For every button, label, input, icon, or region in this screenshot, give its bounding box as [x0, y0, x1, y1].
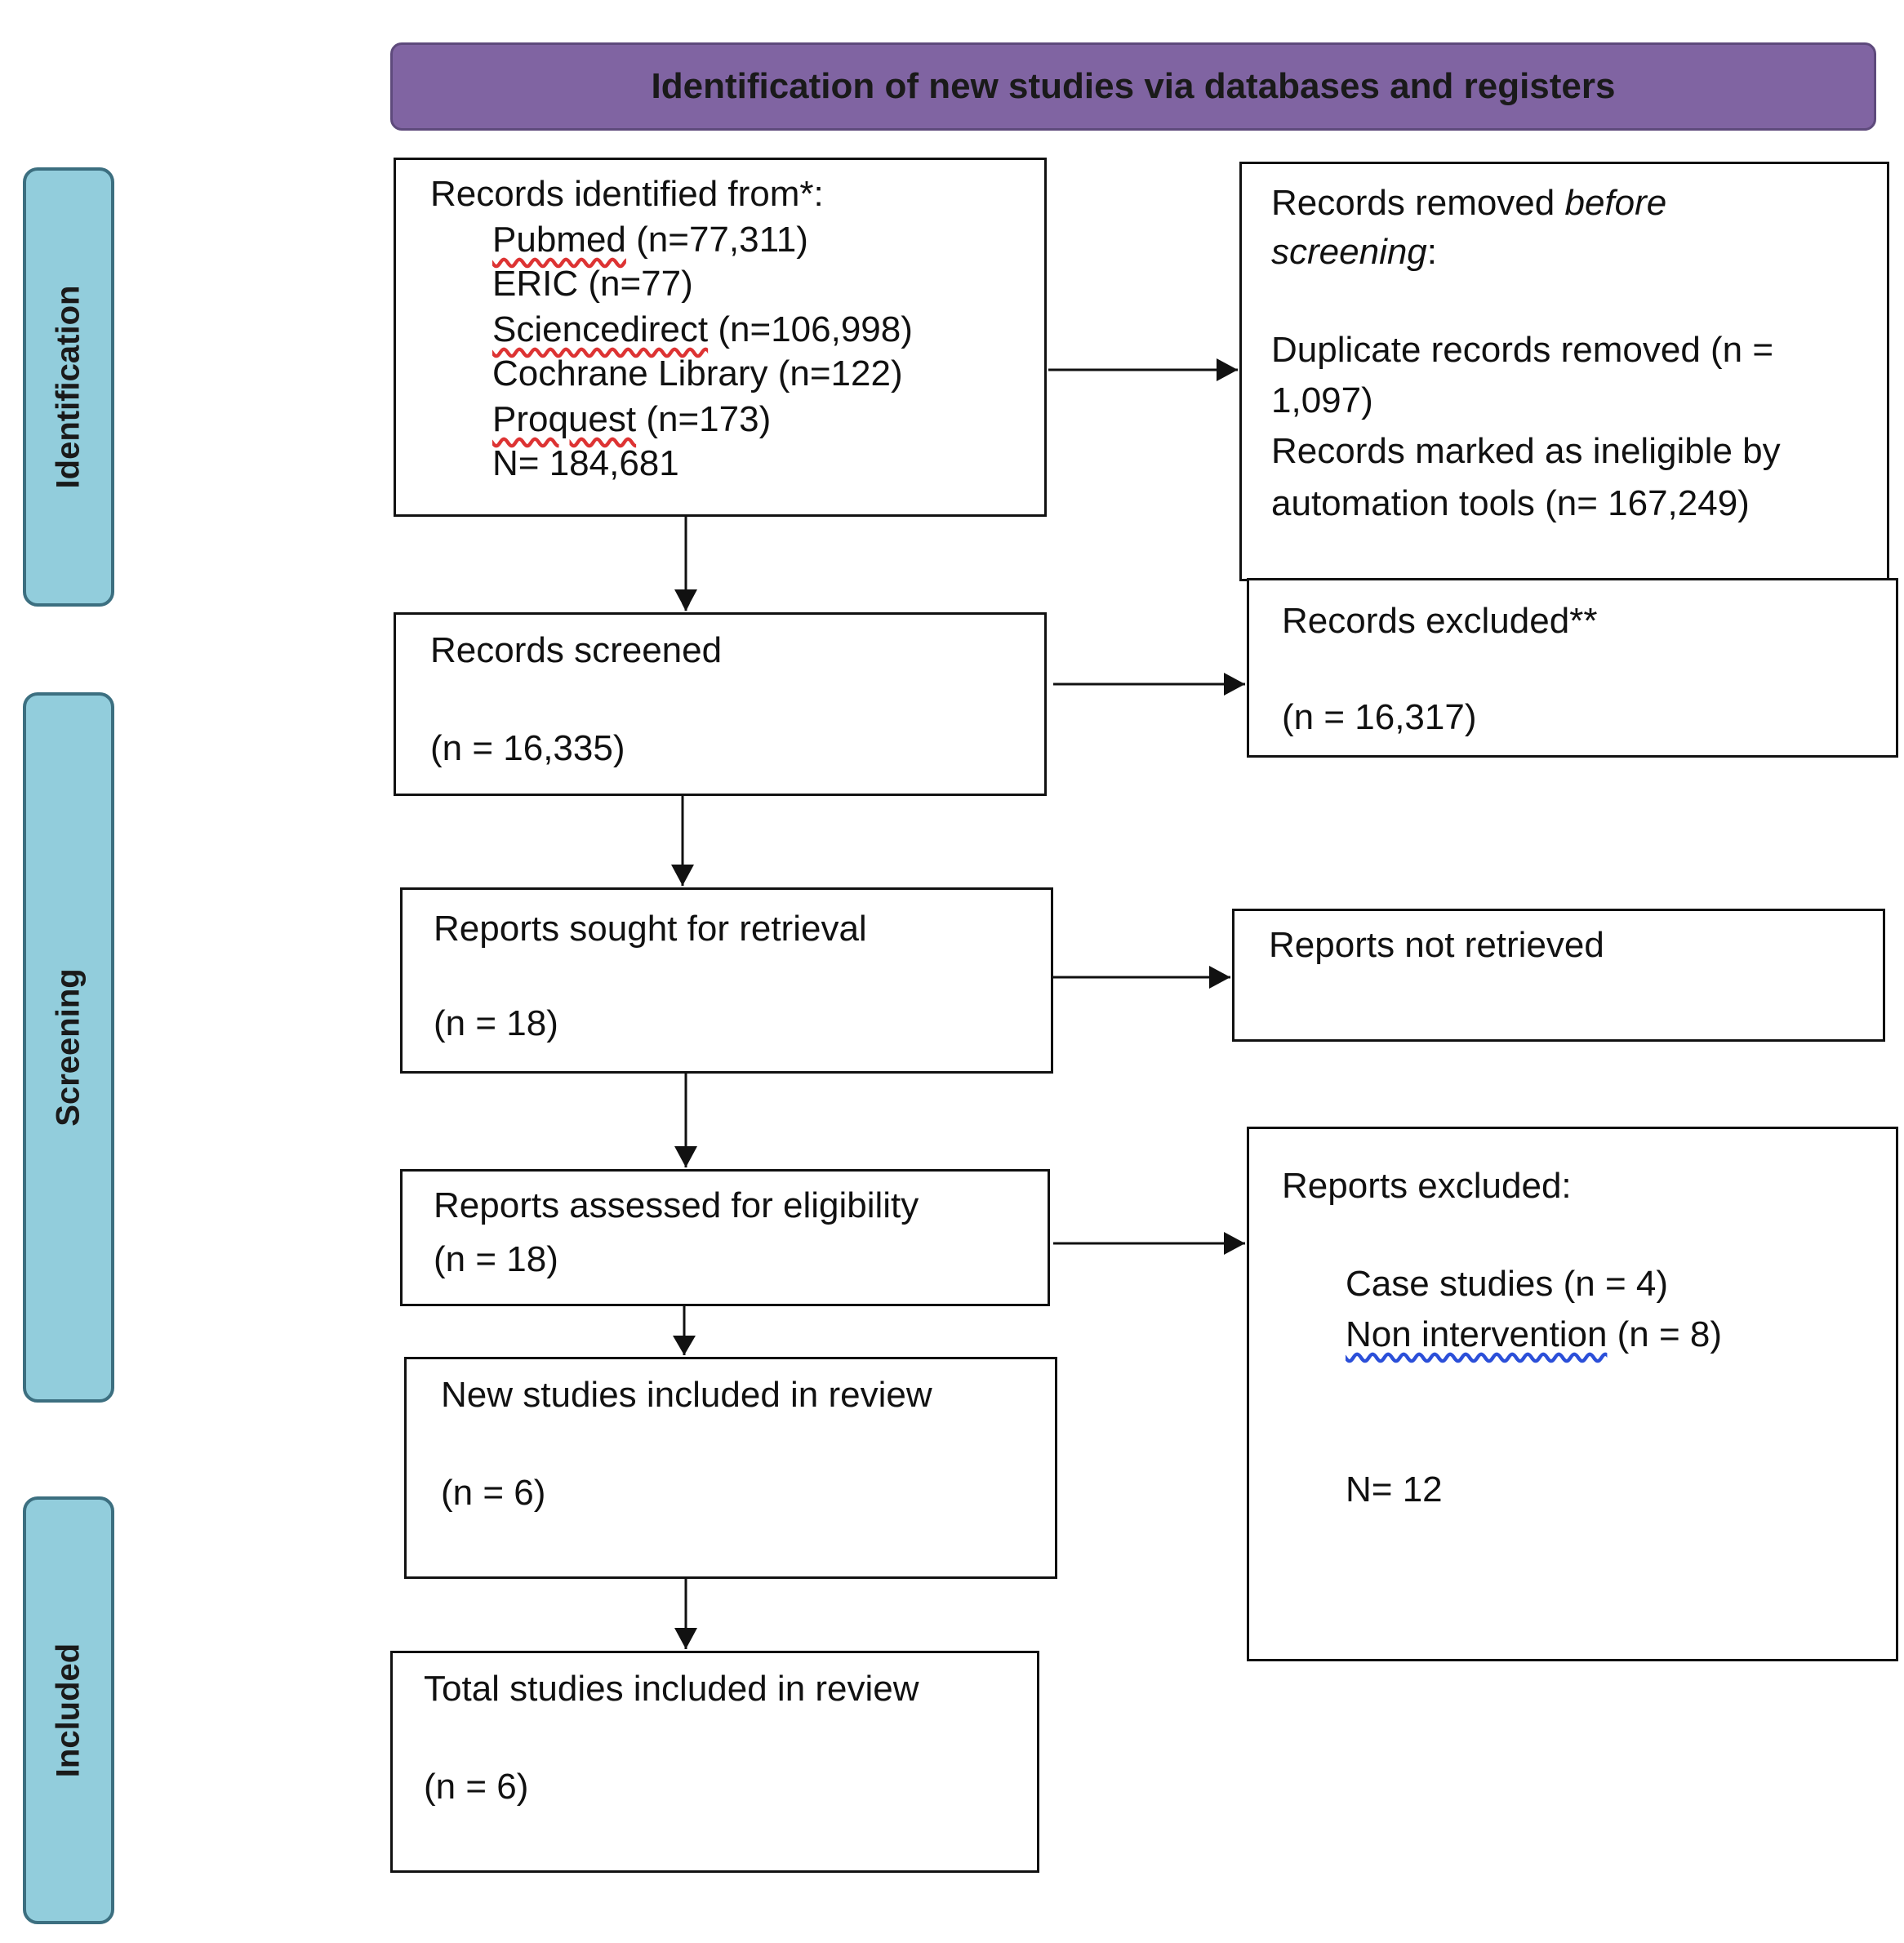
source-cochrane: Cochrane Library (n=122)	[492, 353, 903, 393]
records-screened-box: Records screened (n = 16,335)	[394, 612, 1047, 796]
reports-assessed-count: (n = 18)	[434, 1239, 558, 1279]
reports-assessed-box: Reports assessed for eligibility (n = 18…	[400, 1169, 1050, 1306]
arrowhead	[674, 1146, 697, 1167]
phase-screening: Screening	[23, 692, 114, 1403]
arrowhead	[1209, 966, 1230, 989]
arrowhead	[1217, 358, 1238, 381]
records-removed-heading: Records removed before	[1271, 183, 1667, 223]
records-screened-count: (n = 16,335)	[430, 728, 625, 768]
phase-included: Included	[23, 1496, 114, 1924]
ineligible-line1: Records marked as ineligible by	[1271, 431, 1781, 471]
reports-assessed-label: Reports assessed for eligibility	[434, 1185, 919, 1225]
source-sciencedirect: Sciencedirect (n=106,998)	[492, 309, 913, 349]
source-pubmed: Pubmed (n=77,311)	[492, 220, 808, 260]
reason-case-studies: Case studies (n = 4)	[1346, 1264, 1668, 1304]
records-identified-heading: Records identified from*:	[430, 174, 824, 214]
ineligible-line2: automation tools (n= 167,249)	[1271, 483, 1750, 523]
total-studies-box: Total studies included in review (n = 6)	[390, 1651, 1039, 1873]
total-studies-count: (n = 6)	[424, 1767, 529, 1807]
reports-excluded-total: N= 12	[1346, 1469, 1443, 1509]
records-excluded-label: Records excluded**	[1282, 601, 1598, 641]
duplicates-removed-line2: 1,097)	[1271, 380, 1373, 420]
arrowhead	[673, 1336, 696, 1355]
reports-not-retrieved-box: Reports not retrieved	[1232, 909, 1885, 1042]
reports-sought-count: (n = 18)	[434, 1003, 558, 1043]
identification-banner: Identification of new studies via databa…	[390, 42, 1876, 131]
records-excluded-count: (n = 16,317)	[1282, 697, 1477, 737]
reason-non-intervention: Non intervention (n = 8)	[1346, 1314, 1723, 1354]
records-identified-total: N= 184,681	[492, 443, 679, 483]
arrowhead	[1224, 673, 1245, 696]
reports-not-retrieved-label: Reports not retrieved	[1269, 925, 1604, 965]
arrowhead	[671, 865, 694, 886]
arrowhead	[674, 589, 697, 611]
reports-excluded-label: Reports excluded:	[1282, 1166, 1572, 1206]
new-studies-label: New studies included in review	[441, 1375, 932, 1415]
records-removed-box: Records removed before screening: Duplic…	[1239, 162, 1889, 581]
reports-sought-label: Reports sought for retrieval	[434, 909, 867, 949]
new-studies-count: (n = 6)	[441, 1473, 546, 1513]
records-excluded-box: Records excluded** (n = 16,317)	[1247, 578, 1898, 758]
total-studies-label: Total studies included in review	[424, 1669, 919, 1709]
records-identified-box: Records identified from*: Pubmed (n=77,3…	[394, 158, 1047, 517]
records-removed-heading-cont: screening:	[1271, 232, 1438, 272]
records-screened-label: Records screened	[430, 630, 723, 670]
duplicates-removed-line1: Duplicate records removed (n =	[1271, 330, 1774, 370]
arrowhead	[1224, 1232, 1245, 1255]
arrowhead	[674, 1628, 697, 1649]
reports-sought-box: Reports sought for retrieval (n = 18)	[400, 887, 1053, 1074]
source-eric: ERIC (n=77)	[492, 264, 693, 304]
phase-identification: Identification	[23, 167, 114, 607]
source-proquest: Proquest (n=173)	[492, 399, 772, 439]
new-studies-box: New studies included in review (n = 6)	[404, 1357, 1057, 1579]
reports-excluded-box: Reports excluded: Case studies (n = 4) N…	[1247, 1127, 1898, 1661]
